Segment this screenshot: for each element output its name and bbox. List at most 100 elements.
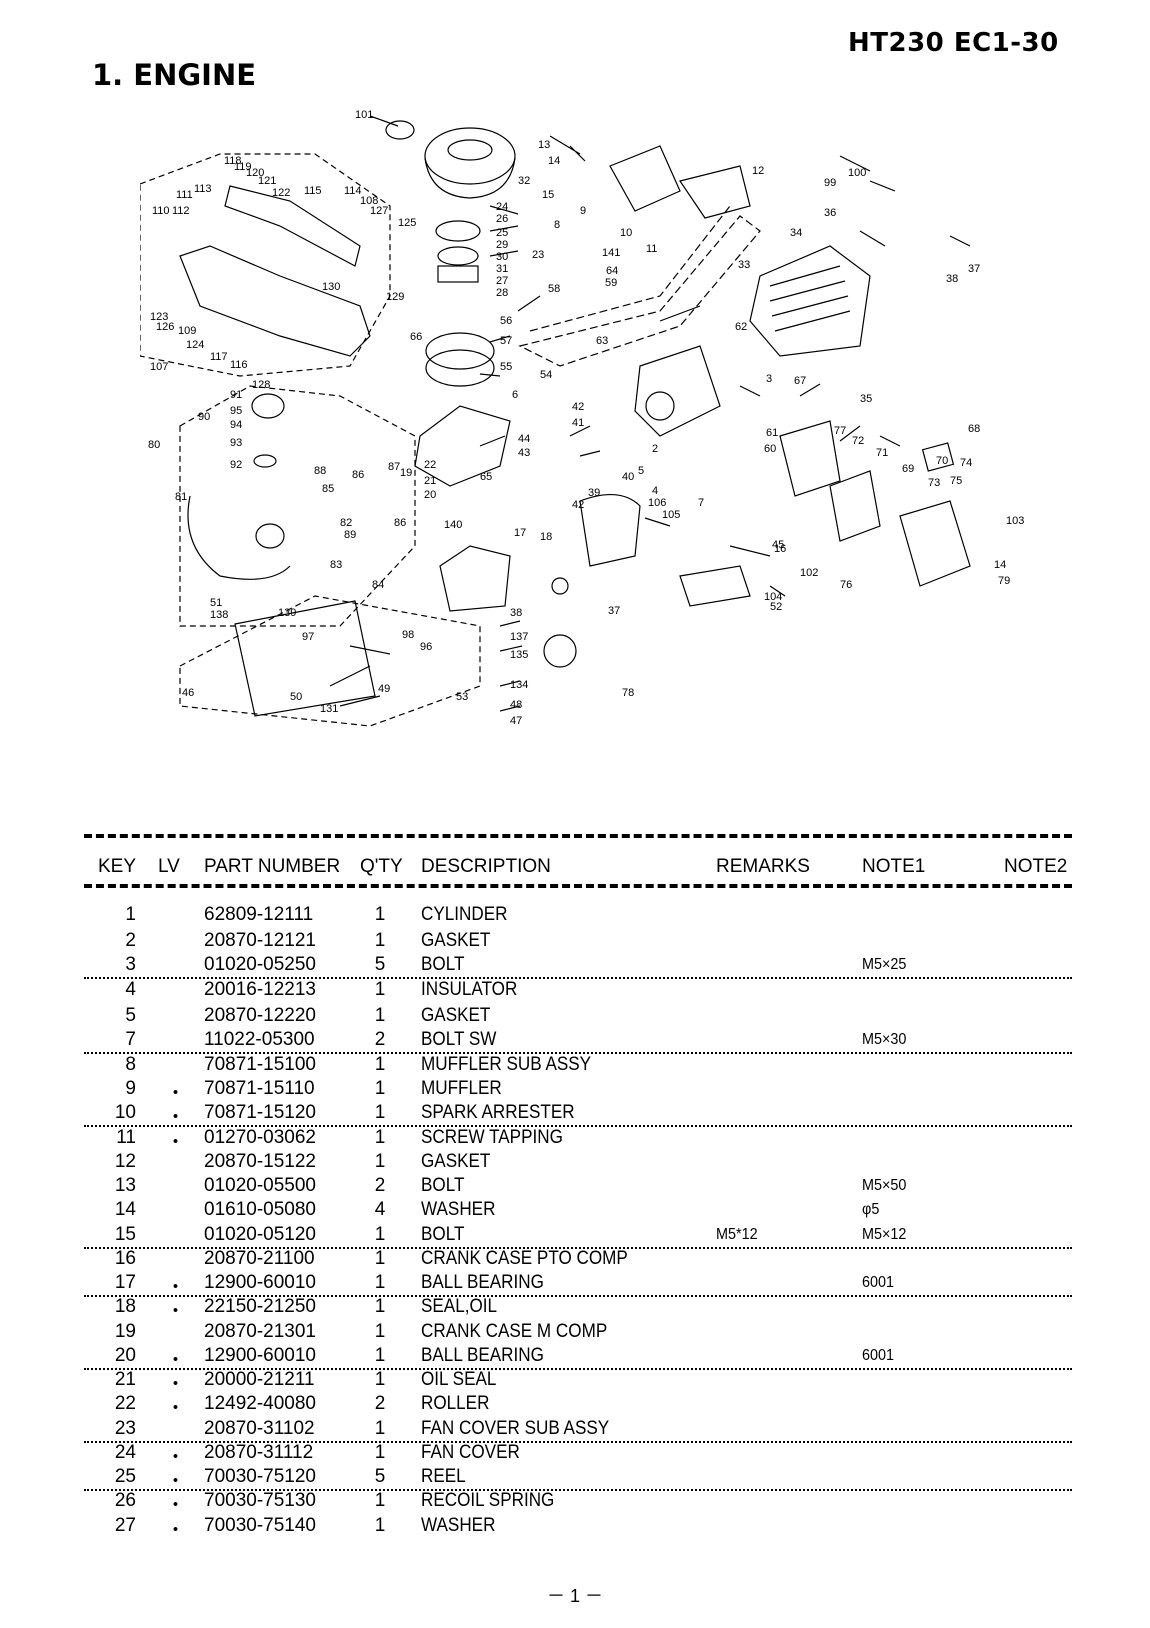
callout-label: 40 bbox=[622, 471, 634, 483]
description-cell: BOLT bbox=[421, 1224, 465, 1245]
key-cell: 25 bbox=[114, 1466, 136, 1487]
level-cell: ・ bbox=[166, 1374, 186, 1395]
group-separator bbox=[84, 1368, 1072, 1370]
callout-label: 71 bbox=[876, 447, 888, 459]
level-cell: ・ bbox=[166, 1495, 186, 1516]
callout-label: 69 bbox=[902, 463, 914, 475]
callout-label: 10 bbox=[620, 227, 632, 239]
part-number-cell: 70871-15100 bbox=[204, 1054, 316, 1075]
callout-label: 7 bbox=[698, 497, 704, 509]
part-number-cell: 11022-05300 bbox=[204, 1029, 315, 1050]
callout-label: 15 bbox=[542, 189, 554, 201]
callout-label: 118 bbox=[224, 155, 242, 167]
callout-label: 76 bbox=[840, 579, 852, 591]
callout-label: 29 bbox=[496, 239, 508, 251]
key-cell: 27 bbox=[114, 1515, 136, 1536]
description-cell: GASKET bbox=[421, 1151, 491, 1172]
callout-label: 37 bbox=[608, 605, 620, 617]
col-note1: NOTE1 bbox=[862, 856, 926, 877]
key-cell: 4 bbox=[125, 979, 136, 1000]
callout-label: 42 bbox=[572, 499, 584, 511]
callout-label: 20 bbox=[424, 489, 436, 501]
col-note2: NOTE2 bbox=[1004, 856, 1068, 877]
callout-label: 6 bbox=[512, 389, 518, 401]
callout-label: 5 bbox=[638, 465, 644, 477]
col-lv: LV bbox=[158, 856, 180, 877]
callout-label: 23 bbox=[532, 249, 544, 261]
col-remarks: REMARKS bbox=[716, 856, 810, 877]
callout-label: 129 bbox=[386, 291, 404, 303]
qty-cell: 1 bbox=[374, 904, 386, 925]
callout-label: 135 bbox=[510, 649, 528, 661]
qty-cell: 5 bbox=[374, 1466, 386, 1487]
callout-label: 101 bbox=[355, 109, 373, 121]
callout-label: 93 bbox=[230, 437, 242, 449]
qty-cell: 1 bbox=[374, 1345, 386, 1366]
col-part-number: PART NUMBER bbox=[204, 856, 341, 877]
callout-label: 125 bbox=[398, 217, 416, 229]
callout-label: 107 bbox=[150, 361, 168, 373]
level-cell: ・ bbox=[166, 1107, 186, 1128]
callout-label: 49 bbox=[378, 683, 390, 695]
callout-label: 77 bbox=[834, 425, 846, 437]
qty-cell: 2 bbox=[374, 1393, 386, 1414]
description-cell: MUFFLER SUB ASSY bbox=[421, 1054, 592, 1075]
qty-cell: 1 bbox=[374, 1369, 386, 1390]
callout-label: 63 bbox=[596, 335, 608, 347]
description-cell: BOLT SW bbox=[421, 1029, 497, 1050]
callout-label: 94 bbox=[230, 419, 242, 431]
callout-label: 14 bbox=[548, 155, 560, 167]
key-cell: 10 bbox=[114, 1102, 136, 1123]
qty-cell: 1 bbox=[374, 1102, 386, 1123]
header-bottom-border bbox=[84, 884, 1072, 888]
key-cell: 18 bbox=[114, 1296, 136, 1317]
callout-label: 86 bbox=[352, 469, 364, 481]
part-number-cell: 62809-12111 bbox=[204, 904, 314, 925]
callout-label: 80 bbox=[148, 439, 160, 451]
level-cell: ・ bbox=[166, 1083, 186, 1104]
remarks-cell: M5*12 bbox=[716, 1226, 758, 1243]
group-separator bbox=[84, 977, 1072, 979]
callout-label: 8 bbox=[554, 219, 560, 231]
callout-label: 89 bbox=[344, 529, 356, 541]
callout-label: 74 bbox=[960, 457, 972, 469]
callout-label: 66 bbox=[410, 331, 422, 343]
callout-label: 113 bbox=[194, 183, 212, 195]
callout-label: 61 bbox=[766, 427, 778, 439]
part-number-cell: 20000-21211 bbox=[204, 1369, 315, 1390]
callout-label: 4 bbox=[652, 485, 658, 497]
part-number-cell: 01020-05120 bbox=[204, 1224, 316, 1245]
key-cell: 5 bbox=[125, 1005, 136, 1026]
qty-cell: 1 bbox=[374, 1151, 386, 1172]
description-cell: SEAL,OIL bbox=[421, 1296, 498, 1317]
key-cell: 24 bbox=[114, 1442, 136, 1463]
callout-label: 46 bbox=[182, 687, 194, 699]
callout-label: 106 bbox=[648, 497, 666, 509]
callout-label: 68 bbox=[968, 423, 980, 435]
key-cell: 15 bbox=[114, 1224, 136, 1245]
part-number-cell: 20870-31102 bbox=[204, 1418, 315, 1439]
callout-label: 11 bbox=[646, 243, 657, 255]
level-cell: ・ bbox=[166, 1277, 186, 1298]
callout-label: 111 bbox=[176, 189, 193, 201]
part-number-cell: 12900-60010 bbox=[204, 1345, 316, 1366]
qty-cell: 1 bbox=[374, 1078, 386, 1099]
callout-label: 21 bbox=[424, 475, 436, 487]
callout-label: 70 bbox=[936, 455, 948, 467]
callout-label: 16 bbox=[774, 543, 786, 555]
callout-label: 98 bbox=[402, 629, 414, 641]
callout-label: 103 bbox=[1006, 515, 1024, 527]
qty-cell: 1 bbox=[374, 1272, 386, 1293]
callout-label: 37 bbox=[968, 263, 980, 275]
callout-label: 131 bbox=[320, 703, 338, 715]
callout-label: 136 bbox=[140, 106, 158, 109]
key-cell: 3 bbox=[125, 954, 136, 975]
key-cell: 22 bbox=[114, 1393, 136, 1414]
description-cell: ROLLER bbox=[421, 1393, 490, 1414]
